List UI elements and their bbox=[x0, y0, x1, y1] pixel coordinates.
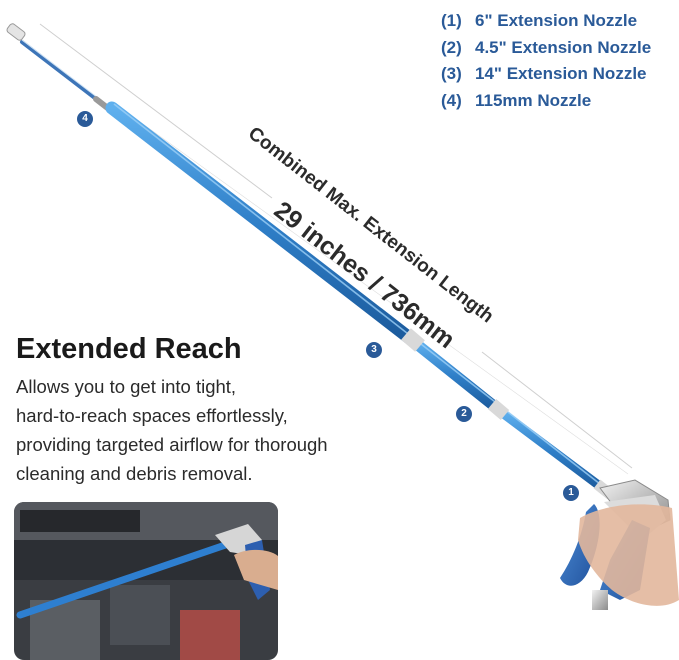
legend-label: 6" Extension Nozzle bbox=[475, 11, 638, 30]
legend-label: 115mm Nozzle bbox=[475, 90, 592, 110]
legend-number: (3) bbox=[441, 64, 462, 83]
description-line: cleaning and debris removal. bbox=[16, 463, 253, 484]
legend-number: (2) bbox=[441, 37, 462, 57]
legend-number: (1) bbox=[441, 11, 462, 30]
description-line: Allows you to get into tight, bbox=[16, 376, 237, 397]
feature-title: Extended Reach bbox=[16, 333, 242, 365]
legend-item: (2) 4.5" Extension Nozzle bbox=[441, 35, 651, 62]
nozzle-tip bbox=[6, 23, 117, 116]
legend-item: (4) 115mm Nozzle bbox=[441, 88, 651, 115]
legend-label: 4.5" Extension Nozzle bbox=[475, 37, 652, 57]
nozzle-legend: (1) 6" Extension Nozzle (2) 4.5" Extension… bbox=[441, 8, 651, 114]
legend-item: (3) 14" Extension Nozzle bbox=[441, 61, 651, 88]
feature-description: Allows you to get into tight, hard-to-re… bbox=[16, 372, 328, 488]
badge-2: 2 bbox=[456, 406, 472, 422]
legend-label: 14" Extension Nozzle bbox=[475, 64, 647, 83]
badge-3: 3 bbox=[366, 342, 382, 358]
badge-4: 4 bbox=[77, 111, 93, 127]
badge-1: 1 bbox=[563, 485, 579, 501]
legend-number: (4) bbox=[441, 90, 462, 110]
description-line: hard-to-reach spaces effortlessly, bbox=[16, 405, 288, 426]
engine-photo bbox=[14, 502, 278, 660]
description-line: providing targeted airflow for thorough bbox=[16, 434, 328, 455]
legend-item: (1) 6" Extension Nozzle bbox=[441, 8, 651, 35]
extension-tube bbox=[105, 101, 615, 500]
gun-handle bbox=[560, 479, 679, 610]
